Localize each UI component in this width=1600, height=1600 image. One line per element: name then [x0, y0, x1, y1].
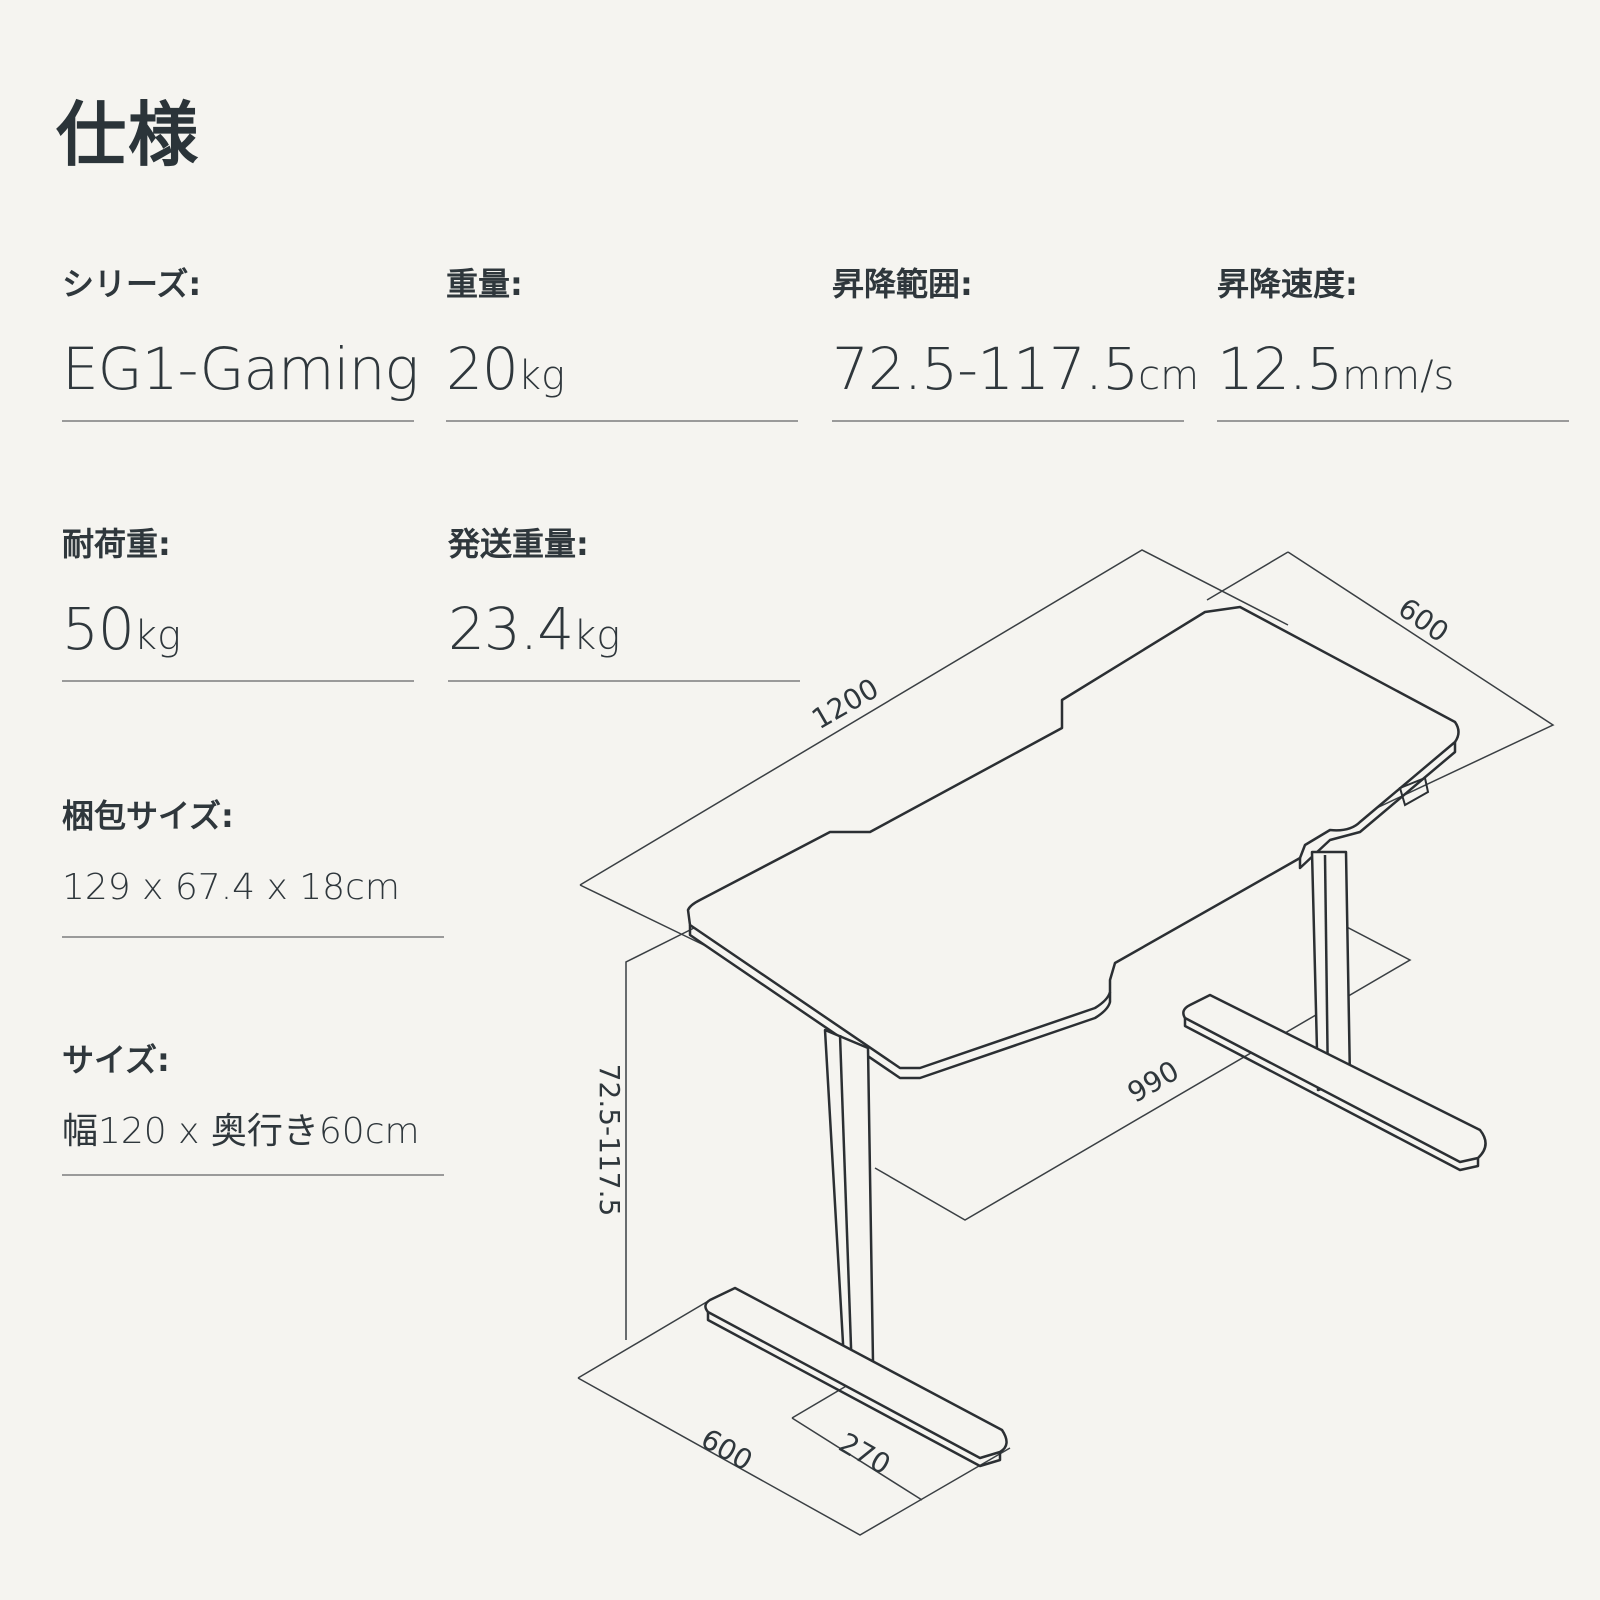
spec-lift-range-value: 72.5-117.5cm — [832, 335, 1200, 403]
dim-line-depth-ext — [1206, 551, 1289, 601]
spec-size: サイズ: 幅120 x 奥行き60cm — [62, 1044, 444, 1176]
spec-shipping-weight-unit: kg — [573, 613, 621, 659]
dim-label-foot-length: 600 — [695, 1422, 758, 1477]
spec-lift-speed-value: 12.5mm/s — [1217, 335, 1455, 403]
spec-lift-speed: 昇降速度: 12.5mm/s — [1217, 268, 1569, 422]
spec-package-size-label: 梱包サイズ: — [62, 797, 234, 835]
spec-weight: 重量: 20kg — [446, 268, 798, 422]
spec-shipping-weight-value: 23.4kg — [448, 595, 621, 663]
spec-load-capacity-value: 50kg — [62, 595, 181, 663]
spec-weight-unit: kg — [517, 353, 565, 399]
spec-series-value: EG1-Gaming — [62, 335, 419, 403]
spec-weight-label: 重量: — [446, 265, 523, 303]
desk-leg-front — [704, 1028, 1008, 1468]
dim-label-foot-offset: 270 — [833, 1426, 896, 1481]
spec-load-capacity: 耐荷重: 50kg — [62, 528, 414, 682]
dim-label-height: 72.5-117.5 — [593, 1064, 626, 1217]
dim-line-foot — [577, 1299, 711, 1379]
control-panel-icon — [1398, 776, 1430, 807]
spec-package-size-value: 129 x 67.4 x 18cm — [62, 867, 400, 908]
dim-line-width — [579, 549, 1289, 886]
spec-load-capacity-unit: kg — [133, 613, 181, 659]
dim-line-width-ext — [579, 884, 711, 949]
spec-lift-range-unit: cm — [1138, 353, 1200, 399]
spec-size-value: 幅120 x 奥行き60cm — [62, 1111, 420, 1152]
dim-label-leg-span: 990 — [1122, 1054, 1185, 1109]
dim-line-leg-span — [874, 911, 1412, 1221]
spec-lift-range-label: 昇降範囲: — [832, 265, 973, 303]
spec-series-label: シリーズ: — [62, 265, 202, 303]
spec-weight-value: 20kg — [446, 335, 565, 403]
spec-shipping-weight: 発送重量: 23.4kg — [448, 528, 800, 682]
spec-size-label: サイズ: — [62, 1041, 170, 1079]
spec-load-capacity-label: 耐荷重: — [62, 525, 171, 563]
spec-lift-speed-unit: mm/s — [1342, 353, 1455, 399]
spec-lift-range: 昇降範囲: 72.5-117.5cm — [832, 265, 1200, 422]
page-title: 仕様 — [56, 94, 200, 176]
spec-package-size: 梱包サイズ: 129 x 67.4 x 18cm — [62, 800, 444, 938]
spec-shipping-weight-label: 発送重量: — [448, 525, 589, 563]
dim-line-foot-bottom — [577, 1377, 1011, 1536]
dim-line-height — [625, 924, 701, 1340]
spec-lift-speed-label: 昇降速度: — [1217, 265, 1358, 303]
spec-series: シリーズ: EG1-Gaming — [62, 265, 419, 422]
desk-leg-rear — [1182, 850, 1487, 1172]
dim-line-foot-offset — [791, 1417, 923, 1501]
desk-top — [686, 605, 1460, 1080]
